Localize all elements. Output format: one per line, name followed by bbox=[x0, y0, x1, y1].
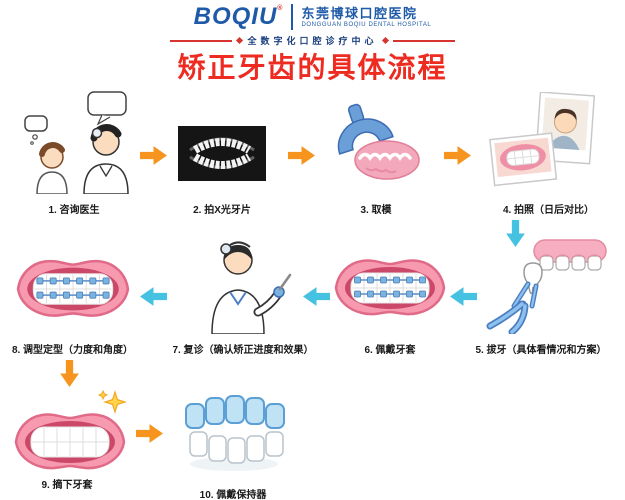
logo-divider bbox=[291, 4, 294, 30]
page-title: 矫正牙齿的具体流程 bbox=[177, 52, 448, 83]
tooth-extraction-forceps-icon bbox=[478, 238, 610, 334]
panoramic-xray-icon bbox=[178, 126, 266, 181]
mouth-with-braces-icon bbox=[332, 250, 448, 322]
tagline-text: 全数字化口腔诊疗中心 bbox=[247, 36, 378, 46]
clean-smile-sparkle-icon bbox=[12, 390, 128, 476]
arrow-left-icon bbox=[303, 287, 330, 306]
step-label-7: 7. 复诊（确认矫正进度和效果） bbox=[172, 345, 314, 356]
logo: BOQIU® 东莞博球口腔医院 DONGGUAN BOQIU DENTAL HO… bbox=[0, 4, 625, 30]
comparison-photos-icon bbox=[486, 92, 608, 192]
arrow-right-icon bbox=[444, 146, 471, 165]
arrow-right-icon bbox=[140, 146, 167, 165]
arrow-right-icon bbox=[288, 146, 315, 165]
step-label-6: 6. 佩戴牙套 bbox=[364, 345, 416, 356]
step-label-3: 3. 取模 bbox=[360, 205, 392, 216]
step-label-10: 10. 佩戴保持器 bbox=[199, 490, 267, 500]
step-label-1: 1. 咨询医生 bbox=[48, 205, 100, 216]
step-label-5: 5. 拔牙（具体看情况和方案） bbox=[475, 345, 607, 356]
header: BOQIU® 东莞博球口腔医院 DONGGUAN BOQIU DENTAL HO… bbox=[0, 4, 625, 47]
hospital-name: 东莞博球口腔医院 DONGGUAN BOQIU DENTAL HOSPITAL bbox=[301, 6, 431, 28]
patient-doctor-consult-icon bbox=[22, 90, 134, 194]
dentist-checkup-icon bbox=[192, 230, 292, 334]
hospital-name-cn: 东莞博球口腔医院 bbox=[301, 6, 418, 22]
arrow-right-icon bbox=[136, 424, 163, 443]
step-label-8: 8. 调型定型（力度和角度） bbox=[11, 345, 134, 356]
arrow-left-icon bbox=[450, 287, 477, 306]
tagline-line-right bbox=[392, 39, 455, 42]
step-label-2: 2. 拍X光牙片 bbox=[193, 205, 251, 216]
step-label-4: 4. 拍照（日后对比） bbox=[502, 205, 595, 216]
arrow-down-icon bbox=[60, 360, 79, 387]
teeth-with-retainer-icon bbox=[178, 388, 290, 476]
mouth-with-braces-icon bbox=[14, 250, 132, 324]
tagline: 全数字化口腔诊疗中心 bbox=[0, 34, 625, 47]
hospital-name-en: DONGGUAN BOQIU DENTAL HOSPITAL bbox=[301, 21, 432, 28]
logo-text: BOQIU® bbox=[193, 3, 284, 30]
registered-mark-icon: ® bbox=[277, 5, 284, 12]
dental-impression-tray-icon bbox=[324, 98, 424, 188]
tagline-diamond-right-icon bbox=[381, 36, 389, 45]
arrow-left-icon bbox=[140, 287, 167, 306]
tagline-diamond-left-icon bbox=[236, 36, 244, 45]
tagline-line-left bbox=[170, 39, 233, 42]
step-label-9: 9. 摘下牙套 bbox=[41, 480, 93, 491]
